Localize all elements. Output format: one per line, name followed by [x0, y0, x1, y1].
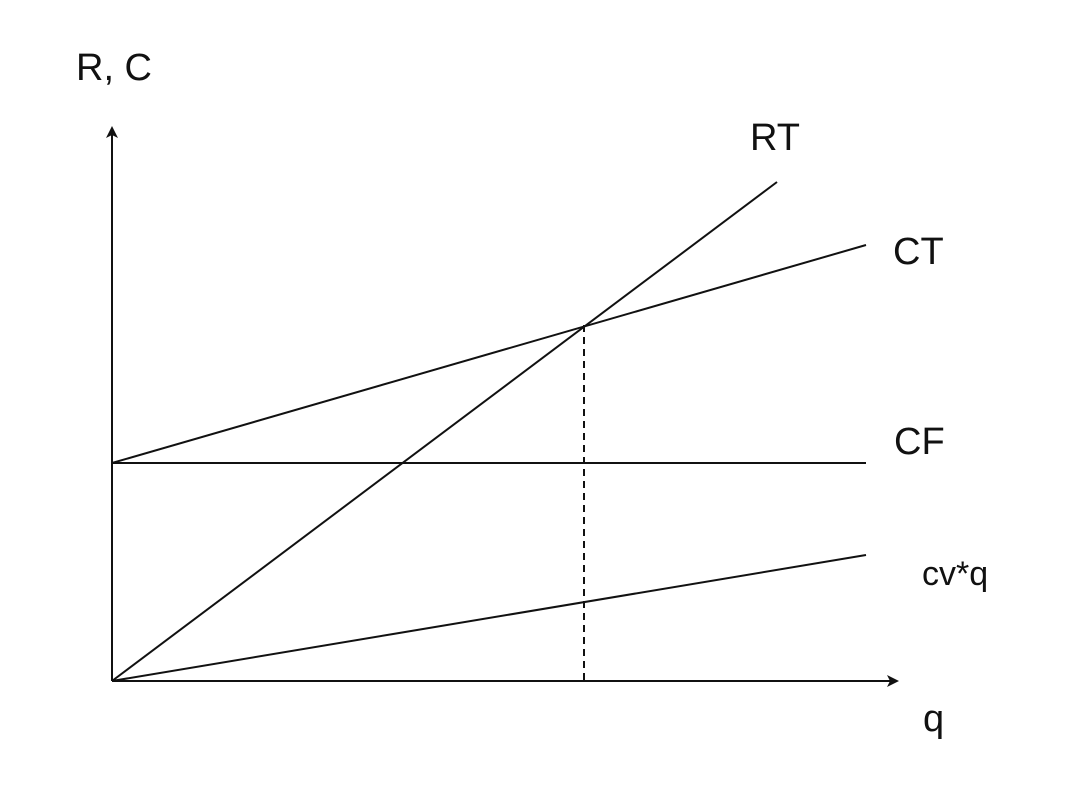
- cvq-line: [111, 554, 867, 682]
- rt-label: RT: [750, 117, 800, 159]
- y-axis-label: R, C: [76, 47, 152, 89]
- cf-label: CF: [894, 421, 945, 463]
- cvq-label: cv*q: [922, 555, 988, 593]
- ct-label: CT: [893, 231, 944, 273]
- x-axis-label: q: [923, 698, 944, 740]
- rt-line: [111, 181, 778, 682]
- ct-line: [111, 244, 867, 464]
